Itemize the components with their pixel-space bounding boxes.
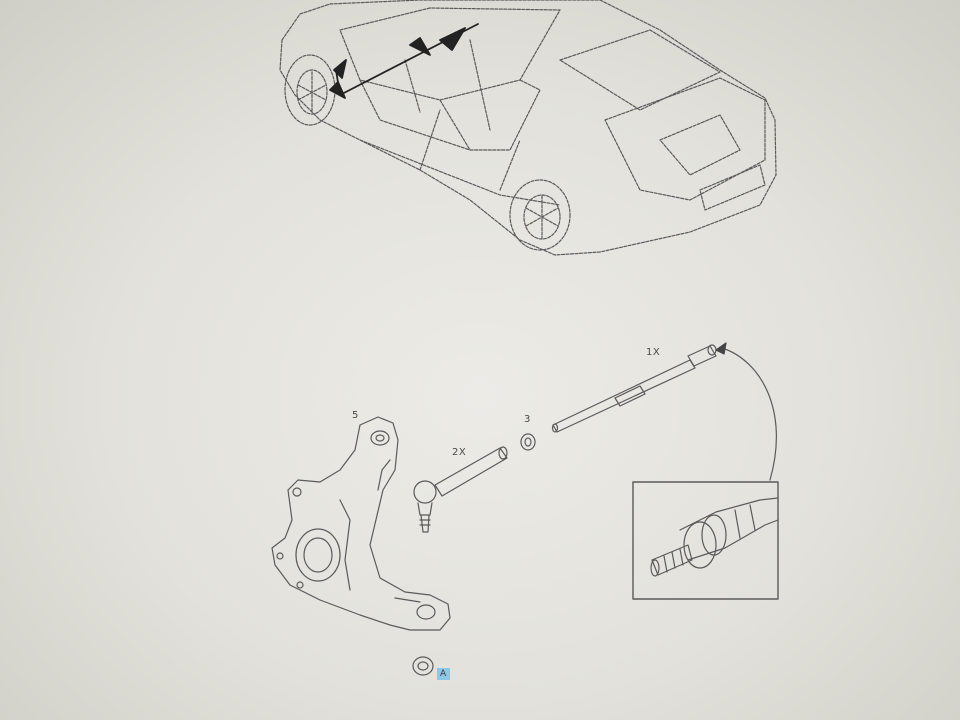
callout-tie-rod-end-qty: 2X — [452, 447, 467, 458]
detail-inset — [632, 481, 779, 600]
callout-flange-nut: A — [437, 668, 450, 680]
callout-nut: 3 — [524, 414, 531, 425]
leader-arrowhead — [715, 342, 727, 355]
callout-knuckle: 5 — [352, 410, 359, 421]
steering-knuckle — [271, 416, 451, 631]
flange-nut — [412, 656, 434, 676]
callout-inner-tie-rod-qty: 1X — [646, 347, 661, 358]
location-arrow — [329, 23, 479, 99]
car-illustration — [279, 0, 777, 256]
tie-rod-end — [413, 446, 508, 533]
inner-tie-rod — [551, 344, 717, 433]
detail-leader-curve — [721, 347, 777, 481]
jam-nut — [520, 433, 536, 451]
